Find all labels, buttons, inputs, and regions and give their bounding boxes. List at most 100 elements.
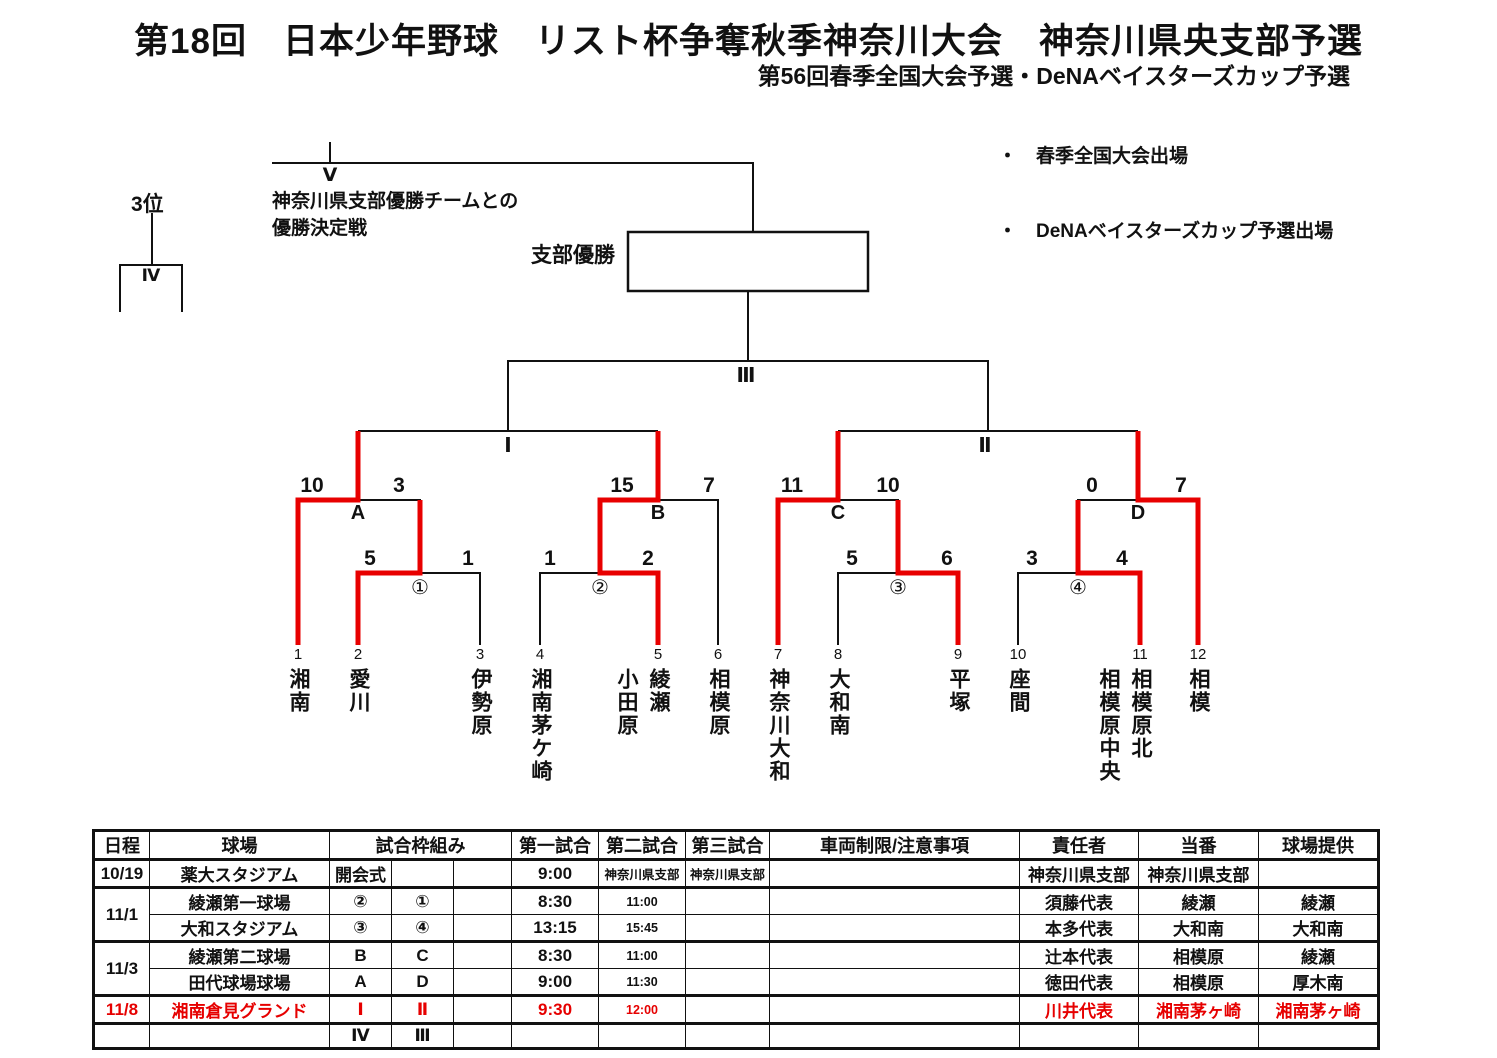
team-name-aikawa: 愛川 (347, 668, 370, 714)
cell-duty (1138, 1022, 1260, 1049)
championship-note-line1: 神奈川県支部優勝チームとの (272, 191, 519, 212)
team-name-shonan-chigasaki: 湘南茅ケ崎 (529, 668, 552, 783)
page-title: 第18回 日本少年野球 リスト杯争奪秋季神奈川大会 神奈川県央支部予選 (134, 22, 1363, 61)
cell-provider: 綾瀬 (1258, 886, 1380, 915)
cell-restrictions (769, 940, 1021, 969)
cell-restrictions (769, 886, 1021, 915)
cell-game2: 神奈川県支部 (598, 859, 687, 888)
cell-slot3 (452, 886, 513, 915)
team-number: 5 (653, 646, 663, 663)
cell-slot3 (452, 859, 513, 888)
cell-manager: 神奈川県支部 (1019, 859, 1140, 888)
cell-game3 (685, 1022, 771, 1049)
cell-slot1: ③ (329, 914, 392, 942)
cell-manager: 徳田代表 (1019, 968, 1140, 996)
cell-restrictions (769, 859, 1021, 888)
cell-game1: 9:30 (511, 994, 600, 1024)
cell-game3 (685, 914, 771, 942)
cell-venue: 湘南倉見グランド (149, 994, 330, 1024)
cell-venue: 田代球場球場 (149, 968, 330, 996)
cell-slot3 (452, 994, 513, 1024)
cell-game1: 9:00 (511, 859, 600, 888)
cell-manager: 川井代表 (1019, 994, 1140, 1024)
cell-date: 10/19 (93, 859, 150, 888)
team-name-ayase-odawara: 綾瀬小田原 (615, 668, 670, 737)
cell-duty: 綾瀬 (1138, 886, 1260, 915)
cell-provider: 大和南 (1258, 914, 1380, 942)
col-header-date: 日程 (93, 830, 150, 861)
cell-slot1: B (329, 940, 392, 969)
score-m3-left: 5 (846, 547, 858, 570)
cell-slot3 (452, 968, 513, 996)
col-header-manager: 責任者 (1019, 830, 1140, 861)
champion-box-label: 支部優勝 (531, 244, 615, 267)
match-d-label: D (1130, 502, 1146, 524)
cell-provider: 厚木南 (1258, 968, 1380, 996)
cell-restrictions (769, 1022, 1021, 1049)
note-spring-national: ・ 春季全国大会出場 (998, 146, 1189, 167)
cell-game3 (685, 968, 771, 996)
team-name-yamato-minami: 大和南 (827, 668, 850, 737)
score-m1-right: 1 (462, 547, 474, 570)
schedule-table: 日程 球場 試合枠組み 第一試合 第二試合 第三試合 車両制限/注意事項 責任者… (92, 829, 1381, 1050)
cell-provider (1258, 1022, 1380, 1049)
score-m4-right: 4 (1116, 547, 1128, 570)
cell-slot3 (452, 914, 513, 942)
team-number: 2 (353, 646, 363, 663)
cell-venue: 綾瀬第一球場 (149, 886, 330, 915)
cell-game1: 8:30 (511, 940, 600, 969)
cell-provider: 綾瀬 (1258, 940, 1380, 969)
cell-slot1: 開会式 (329, 859, 392, 888)
cell-slot3 (452, 1022, 513, 1049)
score-c-left: 11 (780, 474, 804, 497)
winner-path-lines (295, 431, 1201, 645)
cell-date: 11/3 (93, 940, 150, 996)
col-header-duty: 当番 (1138, 830, 1260, 861)
cell-slot1: ② (329, 886, 392, 915)
cell-slot1: Ⅳ (329, 1022, 392, 1049)
team-name-sagami: 相模 (1187, 668, 1210, 714)
cell-date: 11/8 (93, 994, 150, 1024)
cell-duty: 相模原 (1138, 968, 1260, 996)
col-header-slots: 試合枠組み (328, 830, 513, 861)
col-header-game2: 第二試合 (598, 830, 687, 861)
cell-game2: 11:00 (598, 886, 687, 915)
cell-duty: 相模原 (1138, 940, 1260, 969)
score-m2-right: 2 (642, 547, 654, 570)
cell-game1: 9:00 (511, 968, 600, 996)
cell-restrictions (769, 914, 1021, 942)
cell-game1: 13:15 (511, 914, 600, 942)
cell-slot2: Ⅱ (391, 994, 454, 1024)
cell-slot2: Ⅲ (391, 1022, 454, 1049)
col-header-game3: 第三試合 (685, 830, 771, 861)
score-b-left: 15 (610, 474, 634, 497)
team-number: 4 (535, 646, 545, 663)
match-iv-label: Ⅳ (141, 266, 161, 285)
score-m1-left: 5 (364, 547, 376, 570)
schedule-header-row: 日程 球場 試合枠組み 第一試合 第二試合 第三試合 車両制限/注意事項 責任者… (93, 830, 1380, 861)
cell-provider: 湘南茅ヶ崎 (1258, 994, 1380, 1024)
cell-restrictions (769, 994, 1021, 1024)
team-number: 8 (833, 646, 843, 663)
match-3-label: ③ (889, 577, 907, 599)
match-a-label: A (350, 502, 366, 524)
cell-manager: 須藤代表 (1019, 886, 1140, 915)
match-4-label: ④ (1069, 577, 1087, 599)
score-d-left: 0 (1086, 474, 1098, 497)
team-number: 3 (475, 646, 485, 663)
score-c-right: 10 (876, 474, 900, 497)
score-m2-left: 1 (544, 547, 556, 570)
cell-manager (1019, 1022, 1140, 1049)
team-name-zama: 座間 (1007, 668, 1030, 714)
champion-box (626, 230, 870, 293)
cell-venue: 綾瀬第二球場 (149, 940, 330, 969)
cell-game3: 神奈川県支部 (685, 859, 771, 888)
team-number: 6 (713, 646, 723, 663)
cell-venue: 大和スタジアム (149, 914, 330, 942)
